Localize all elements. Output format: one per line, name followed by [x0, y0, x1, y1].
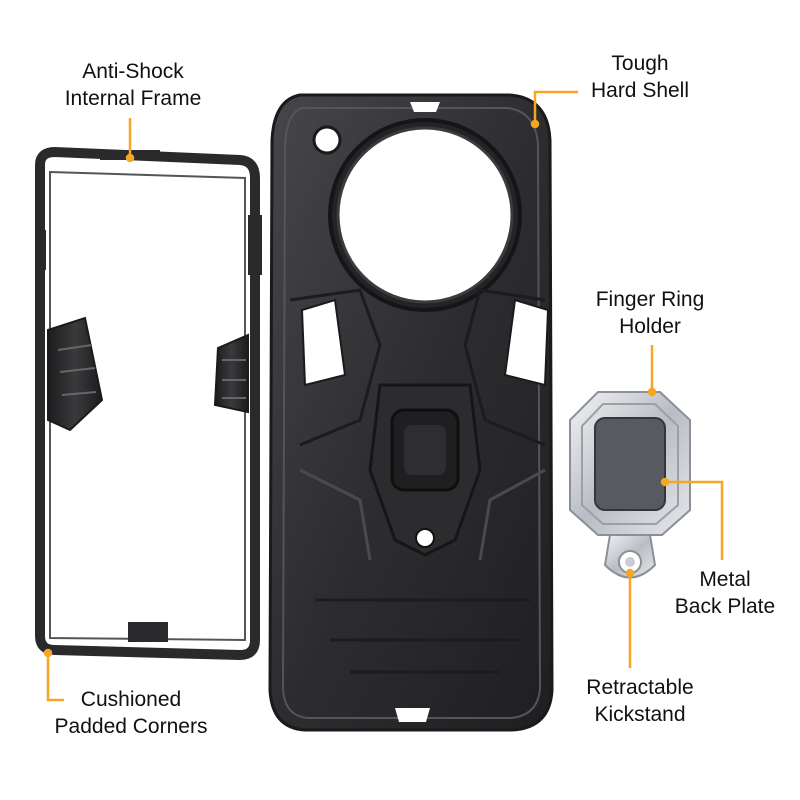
metal-plate-label: Metal Back Plate — [655, 566, 795, 620]
finger-ring-label: Finger Ring Holder — [575, 286, 725, 340]
corners-line2: Padded Corners — [54, 715, 208, 738]
metal-plate-line1: Metal — [699, 568, 751, 591]
anti-shock-line2: Internal Frame — [64, 87, 202, 110]
metal-plate-leader — [665, 480, 724, 560]
anti-shock-frame-label: Anti-Shock Internal Frame — [48, 58, 218, 112]
internal-frame — [35, 146, 262, 661]
tough-shell-leader — [533, 90, 578, 122]
metal-plate-line2: Back Plate — [674, 595, 776, 618]
finger-ring-line1: Finger Ring — [595, 288, 705, 311]
finger-ring-dot — [647, 387, 657, 397]
tough-shell-label: Tough Hard Shell — [572, 50, 708, 104]
kickstand-line1: Retractable — [586, 676, 694, 699]
tough-shell-dot — [530, 119, 540, 129]
finger-ring-line2: Holder — [619, 315, 681, 338]
anti-shock-dot — [125, 153, 135, 163]
kickstand-label: Retractable Kickstand — [570, 674, 710, 728]
tough-shell-line2: Hard Shell — [590, 79, 690, 102]
finger-ring-holder — [569, 391, 691, 579]
cushioned-corners-label: Cushioned Padded Corners — [36, 686, 226, 740]
anti-shock-line1: Anti-Shock — [82, 60, 184, 83]
kickstand-line2: Kickstand — [594, 703, 686, 726]
callout-lines — [43, 90, 724, 702]
hard-shell — [268, 93, 554, 732]
metal-plate-dot — [660, 477, 670, 487]
corners-leader — [46, 655, 64, 702]
corners-dot — [43, 648, 53, 658]
corners-line1: Cushioned — [80, 688, 182, 711]
tough-shell-line1: Tough — [611, 52, 669, 75]
kickstand-dot — [625, 568, 635, 578]
